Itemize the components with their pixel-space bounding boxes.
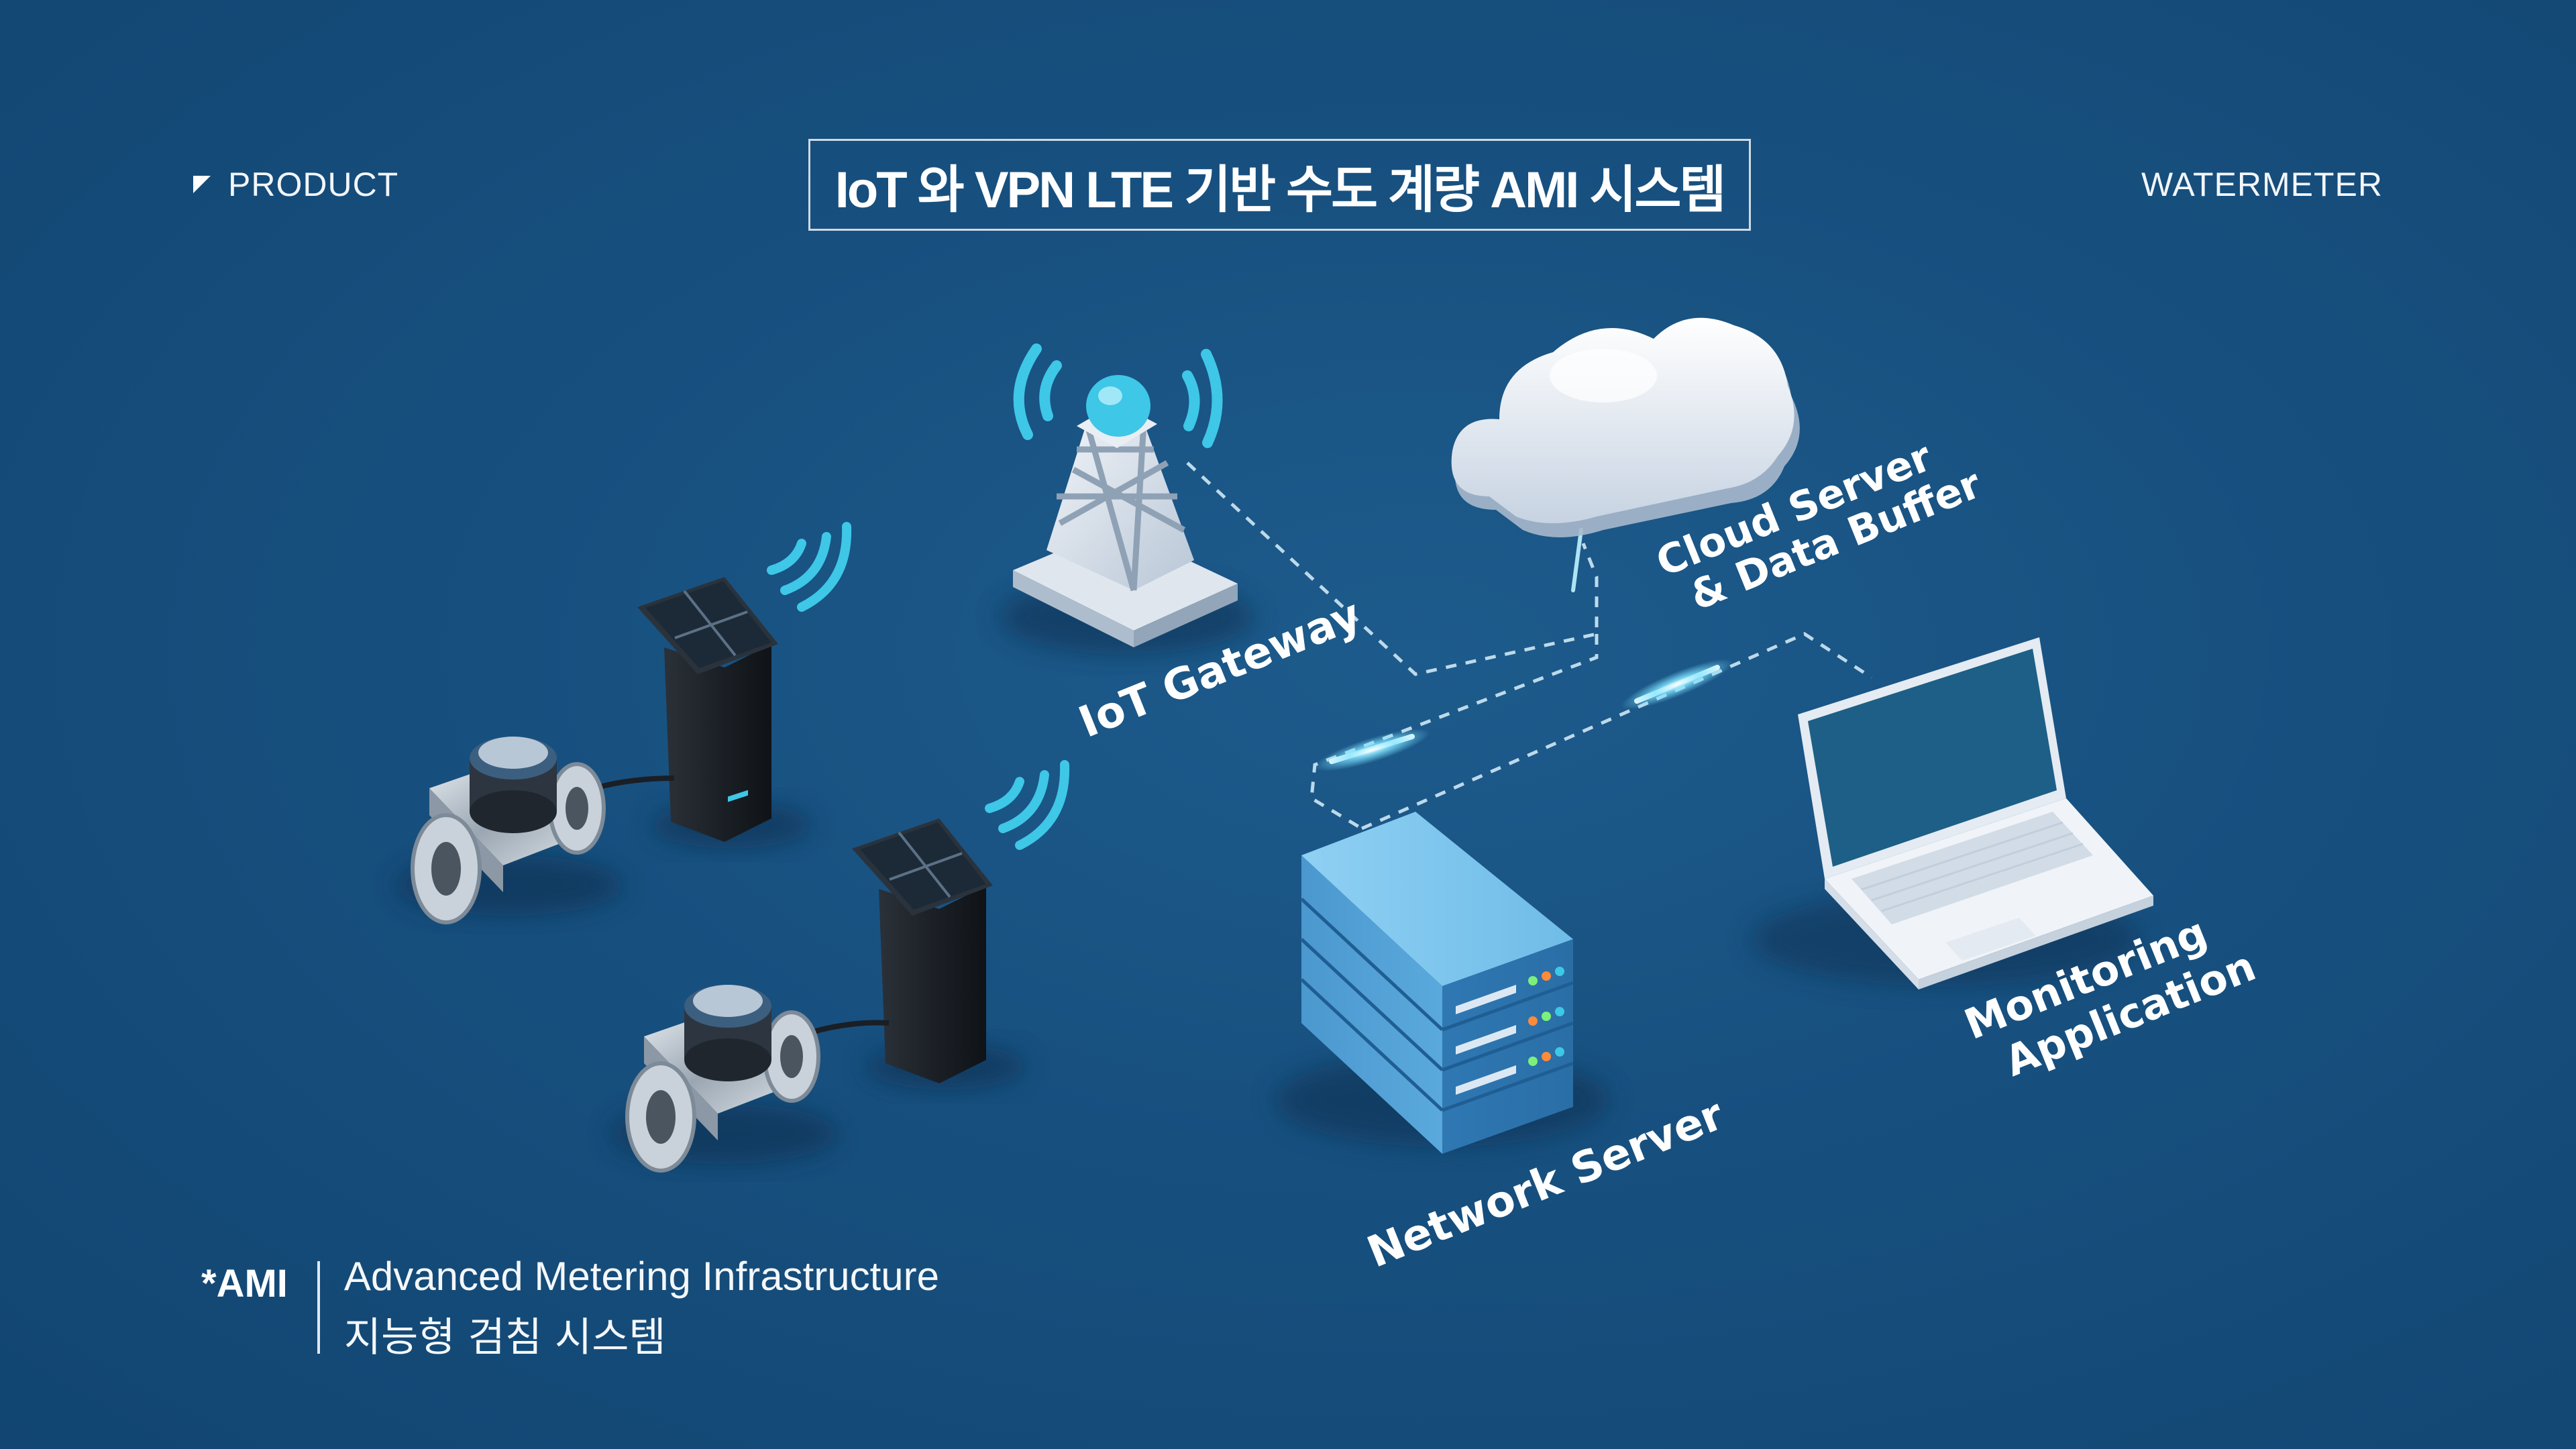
solar-pillar-icon-2 — [852, 760, 1070, 1090]
data-pulses — [1313, 528, 1733, 771]
footnote-definition: Advanced Metering Infrastructure 지능형 검침 … — [344, 1253, 939, 1363]
section-label-text: PRODUCT — [228, 166, 399, 203]
solar-pillar-icon-1 — [637, 522, 852, 849]
link-cloud-to-server — [1309, 634, 1599, 830]
water-meter-icon-2 — [610, 985, 839, 1173]
network-server-icon — [1275, 812, 1610, 1154]
category-label: WATERMETER — [2141, 166, 2383, 203]
gateway-tower-icon — [1000, 343, 1254, 654]
section-label: PRODUCT — [193, 165, 398, 204]
laptop-icon — [1751, 637, 2153, 989]
cloud-server-icon — [1451, 317, 1800, 537]
server-status-lights — [1456, 967, 1564, 1095]
page-title: IoT 와 VPN LTE 기반 수도 계량 AMI 시스템 — [808, 139, 1751, 231]
water-meter-icon-1 — [396, 737, 624, 924]
link-gateway-to-cloud — [1186, 462, 1599, 676]
footnote-english: Advanced Metering Infrastructure — [343, 1254, 939, 1299]
footnote-key: *AMI — [201, 1262, 288, 1305]
link-server-to-laptop — [1360, 632, 1873, 830]
footnote-divider — [317, 1261, 320, 1354]
corner-mark-icon — [193, 176, 211, 193]
ami-footnote: *AMI Advanced Metering Infrastructure 지능… — [201, 1253, 939, 1363]
page-title-text: IoT 와 VPN LTE 기반 수도 계량 AMI 시스템 — [835, 161, 1727, 219]
footnote-korean: 지능형 검침 시스템 — [343, 1314, 666, 1361]
